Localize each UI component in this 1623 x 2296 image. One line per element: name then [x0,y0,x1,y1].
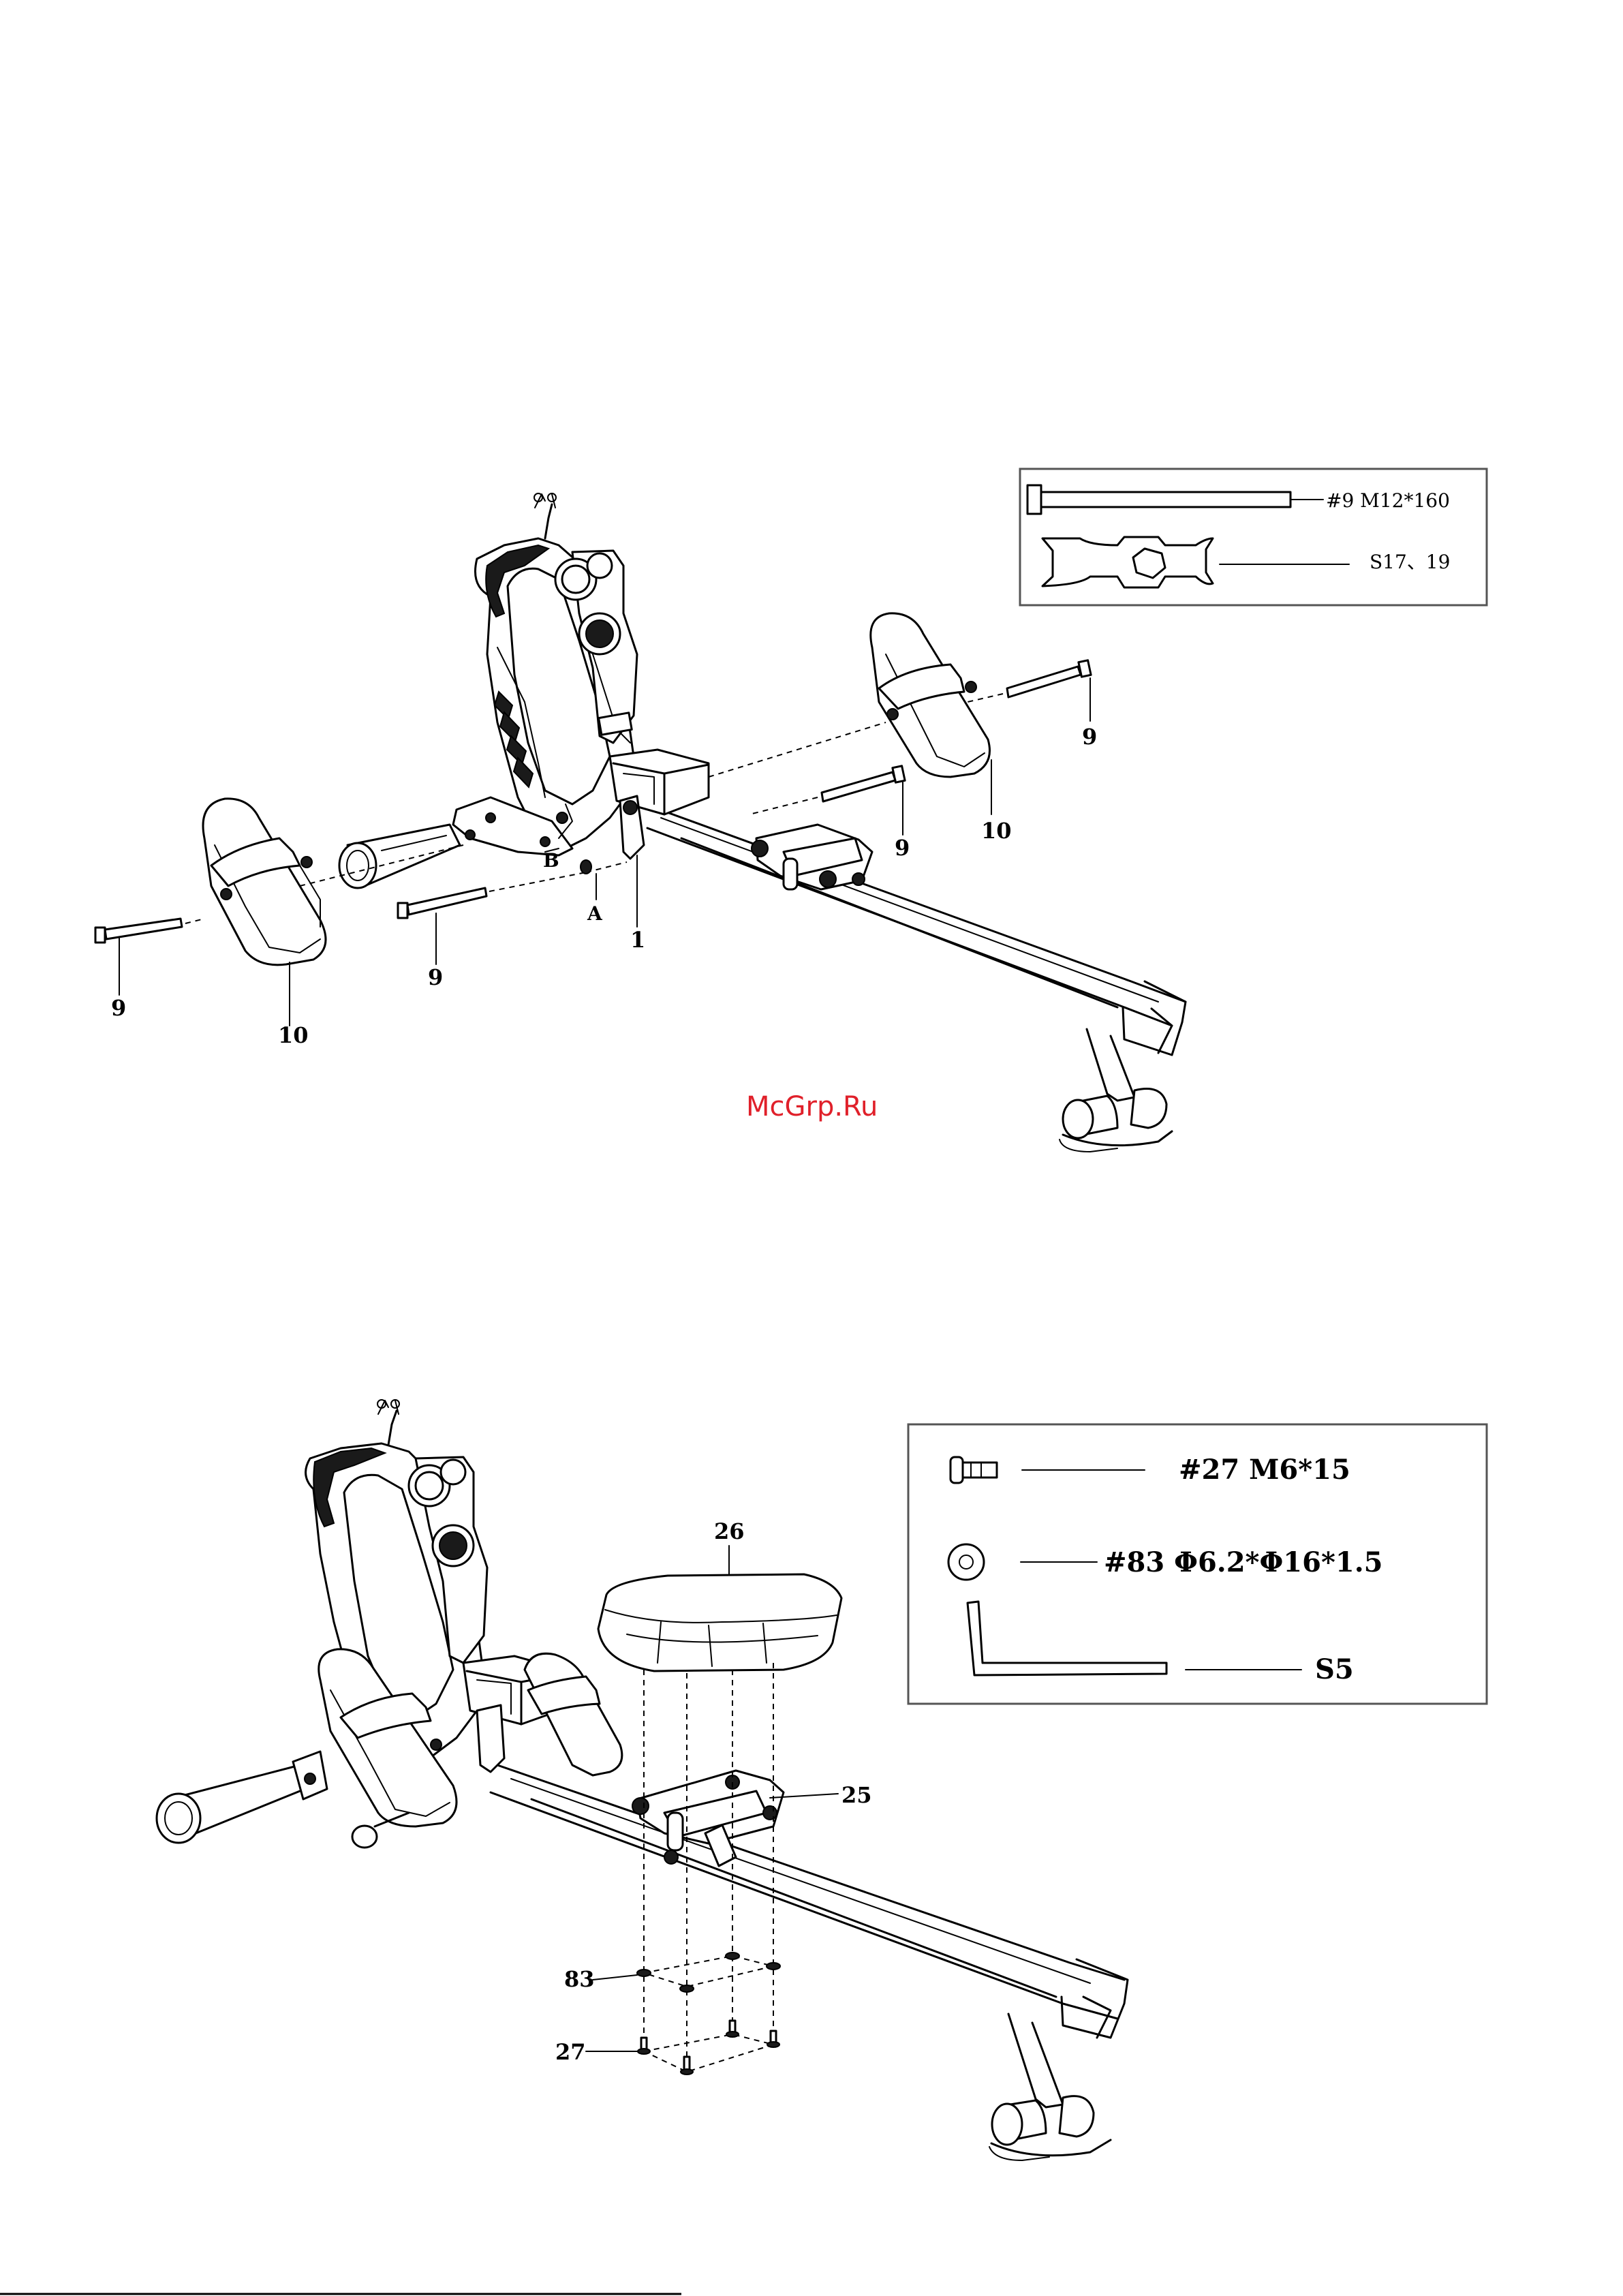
hardware-kit-box-2: #27 M6*15 #83 Φ6.2*Φ16*1.5 S5 [908,1424,1487,1704]
flywheel-housing-1 [453,493,709,859]
screw-spec-label: #27 M6*15 [1179,1454,1350,1486]
pedal-right-1 [871,613,990,777]
callout-point-b: B [543,849,559,872]
figure-1-pedal-assembly: #9 M12*160 S17、19 [95,469,1487,1152]
bolt-9-left-outer [95,919,204,943]
bolt-9-right-upper [968,660,1091,702]
callout-washer: 83 [564,1966,595,1992]
callout-carriage: 25 [841,1782,872,1808]
figure-2-seat-assembly: #27 M6*15 #83 Φ6.2*Φ16*1.5 S5 [157,1400,1487,2160]
callout-bolt-left-inner: 9 [428,964,443,990]
wrench-spec-label: S17、19 [1370,551,1450,573]
callout-seat: 26 [714,1518,745,1544]
callout-bolt-right-upper: 9 [1082,724,1097,750]
callout-pedal-right: 10 [981,818,1012,844]
pedal-left-1 [203,799,326,965]
carriage-1 [752,825,872,889]
watermark: McGrp.Ru [746,1091,878,1122]
bolt-spec-label: #9 M12*160 [1326,489,1450,512]
rail-beam-1 [647,808,1186,1055]
screws-27 [638,2021,779,2075]
washers-83 [637,1953,780,1992]
callout-screw: 27 [555,2039,586,2065]
callout-pedal-left: 10 [278,1022,309,1048]
callout-bolt-right-lower: 9 [895,835,910,861]
rear-stand-2 [989,2014,1111,2160]
callout-point-a: A [587,902,603,925]
allen-key-spec-label: S5 [1315,1653,1354,1685]
rear-stand-1 [1060,1029,1172,1152]
bolt-9-right-lower [749,766,905,814]
seat-26 [598,1574,841,1671]
wrench-icon [1042,537,1213,587]
washer-icon [948,1544,984,1580]
washer-spec-label: #83 Φ6.2*Φ16*1.5 [1104,1546,1382,1578]
callout-frame: 1 [630,927,645,953]
callout-bolt-left-outer: 9 [111,995,126,1021]
hardware-kit-box-1: #9 M12*160 S17、19 [1020,469,1487,605]
carriage-2 [632,1771,784,1866]
bolt-m12-icon [1027,485,1290,514]
rail-beam-2 [491,1765,1128,2038]
bolt-9-left-inner [398,872,586,918]
screw-m6-icon [950,1457,997,1483]
allen-key-icon [968,1602,1166,1675]
front-stabilizer-1 [339,825,460,888]
